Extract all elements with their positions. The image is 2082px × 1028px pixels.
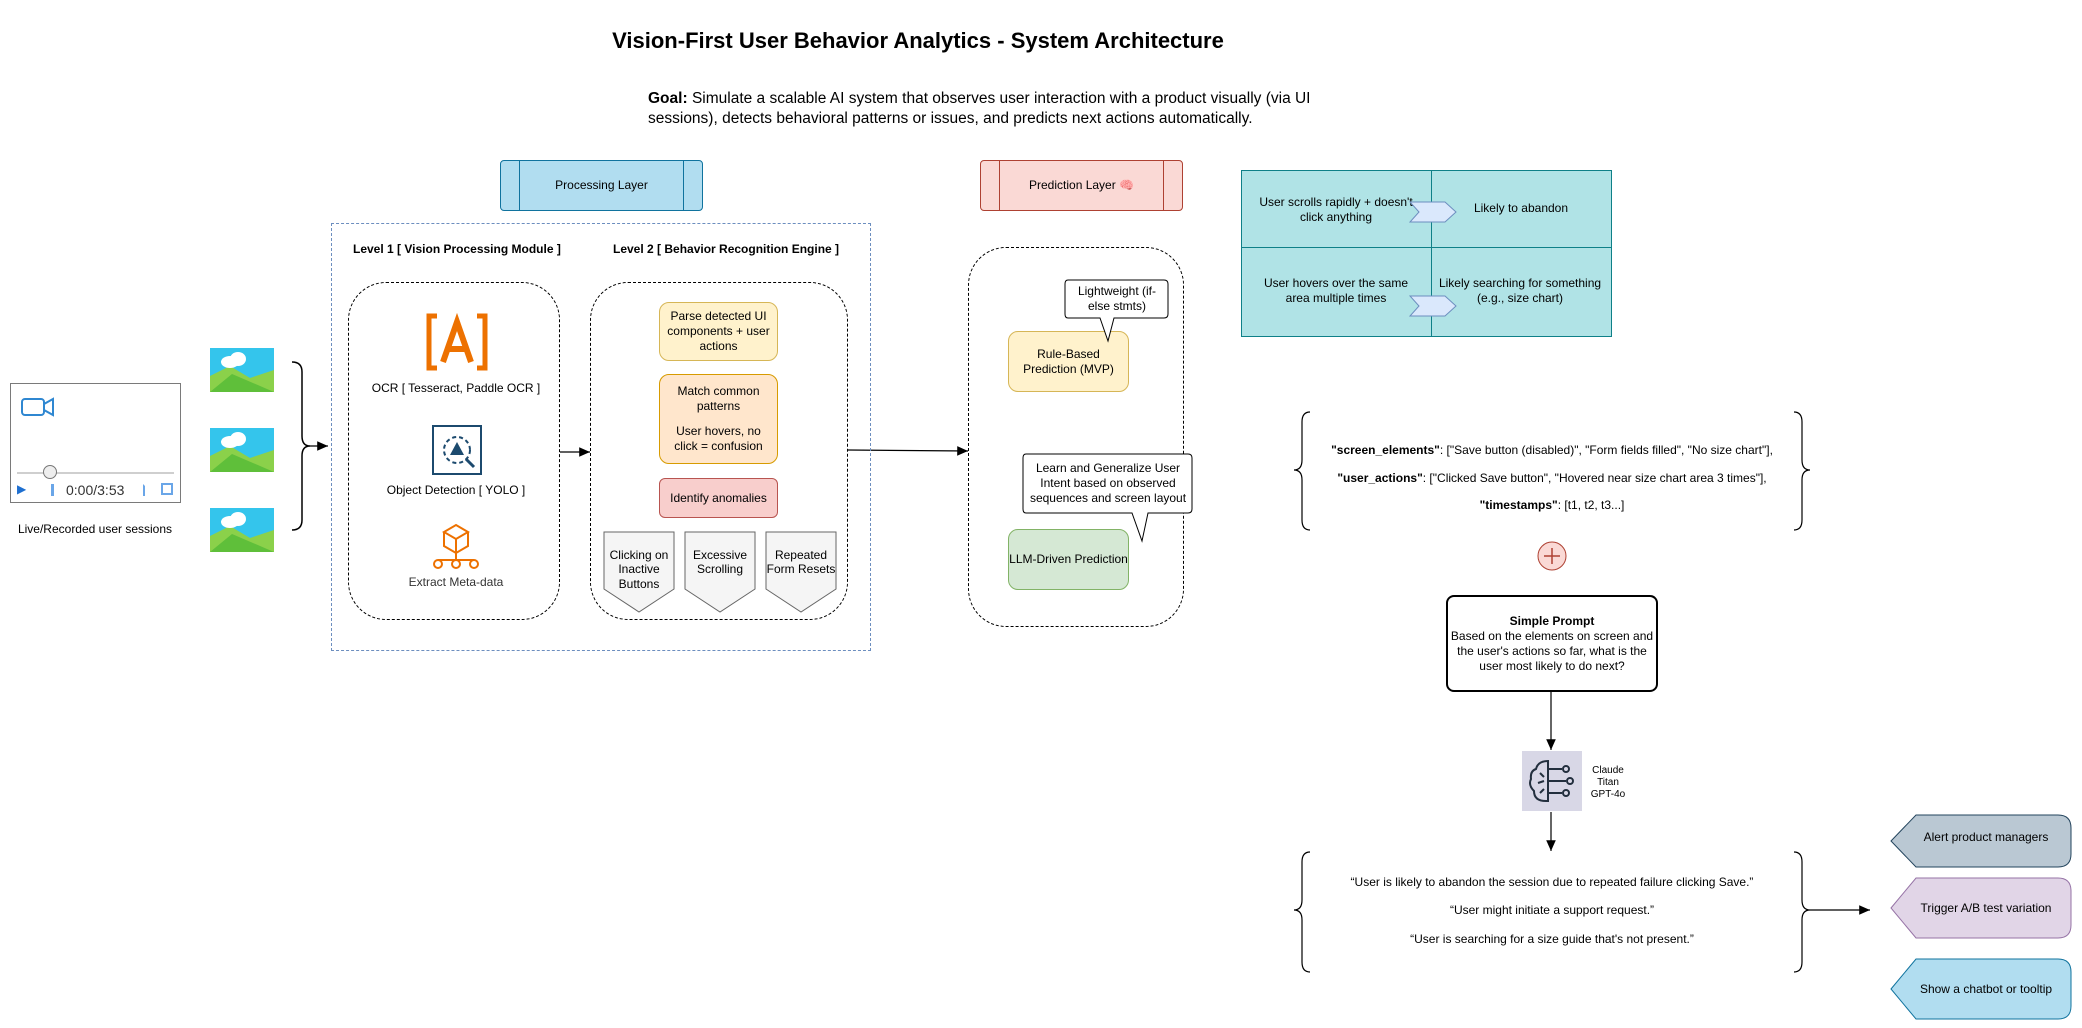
model-name-1: Claude <box>1592 765 1624 776</box>
context-user-actions: "user_actions": ["Clicked Save button", … <box>1310 471 1794 485</box>
input-caption: Live/Recorded user sessions <box>17 522 173 536</box>
processing-to-prediction-arrow <box>847 446 969 456</box>
user-actions-value: : ["Clicked Save button", "Hovered near … <box>1422 471 1767 485</box>
object-detection-icon <box>432 425 482 475</box>
level2-container <box>590 282 848 620</box>
screenshot-image-icon <box>210 508 274 552</box>
action-alert-shape <box>1890 814 2072 868</box>
rule-based-prediction-box: Rule-Based Prediction (MVP) <box>1008 331 1129 392</box>
llm-prediction-text: LLM-Driven Prediction <box>1009 552 1128 566</box>
timestamps-key: "timestamps" <box>1479 498 1558 512</box>
level2-title: Level 2 [ Behavior Recognition Engine ] <box>613 242 840 256</box>
anomaly-form-resets: Repeated Form Resets <box>766 548 836 577</box>
level1-container <box>348 282 560 620</box>
identify-anomalies-text: Identify anomalies <box>670 490 767 505</box>
rule-condition-1: User scrolls rapidly + doesn't click any… <box>1259 195 1413 224</box>
match-patterns-detail: User hovers, no click = confusion <box>674 424 763 453</box>
context-timestamps: "timestamps": [t1, t2, t3...] <box>1310 498 1794 512</box>
context-brace-left <box>1293 411 1311 531</box>
anomaly-shape <box>603 531 675 613</box>
rule-outcome-1: Likely to abandon <box>1473 201 1569 215</box>
anomaly-inactive-buttons: Clicking on Inactive Buttons <box>609 548 669 591</box>
action-chatbot-shape <box>1890 958 2072 1020</box>
output-statement-3: “User is searching for a size guide that… <box>1410 932 1694 946</box>
action-trigger-ab-test: Trigger A/B test variation <box>1920 901 2052 915</box>
screen-elements-key: "screen_elements" <box>1331 443 1440 457</box>
goal-statement: Goal: Simulate a scalable AI system that… <box>648 89 1348 129</box>
play-icon[interactable]: ▶ <box>17 482 27 496</box>
ocr-icon <box>426 312 488 371</box>
llm-prediction-box: LLM-Driven Prediction <box>1008 529 1129 590</box>
match-patterns-title: Match common patterns <box>677 384 760 413</box>
rule-callout-text: Lightweight (if-else stmts) <box>1077 284 1157 313</box>
input-brace <box>291 361 311 531</box>
prediction-header-label: Prediction Layer 🧠 <box>1029 178 1134 192</box>
output-brace-left <box>1293 851 1311 973</box>
prediction-layer-header: Prediction Layer 🧠 <box>980 160 1183 211</box>
action-alert-product-managers: Alert product managers <box>1923 830 2049 844</box>
session-video-player[interactable]: ▶ 0:00/3:53 <box>10 383 181 503</box>
identify-anomalies-box: Identify anomalies <box>659 478 778 518</box>
prediction-container <box>968 247 1184 627</box>
timestamps-value: : [t1, t2, t3...] <box>1557 498 1625 512</box>
parse-components-text: Parse detected UI components + user acti… <box>667 309 770 353</box>
ai-model-icon <box>1522 751 1582 811</box>
fullscreen-icon[interactable] <box>161 483 173 495</box>
screenshot-image-icon <box>210 348 274 392</box>
model-name-3: GPT-4o <box>1590 789 1626 800</box>
parse-components-box: Parse detected UI components + user acti… <box>659 302 778 361</box>
ocr-label: OCR [ Tesseract, Paddle OCR ] <box>371 381 541 395</box>
processing-layer-container <box>331 223 871 651</box>
rule-outcome-2: Likely searching for something (e.g., si… <box>1438 276 1602 305</box>
goal-label: Goal: <box>648 90 688 107</box>
match-patterns-box: Match common patterns User hovers, no cl… <box>659 374 778 464</box>
simple-prompt-box <box>1446 595 1658 692</box>
rule-arrow-shape <box>1409 295 1457 317</box>
anomaly-shape <box>684 531 756 613</box>
caption-icon[interactable] <box>143 484 155 496</box>
processing-layer-header: Processing Layer <box>500 160 703 211</box>
processing-header-label: Processing Layer <box>555 178 648 192</box>
llm-callout-text: Learn and Generalize User Intent based o… <box>1029 461 1187 505</box>
rule-callout-shape <box>1064 279 1169 343</box>
prompt-text: Based on the elements on screen and the … <box>1450 629 1654 673</box>
player-time: 0:00/3:53 <box>66 482 125 498</box>
plus-icon <box>1537 541 1567 571</box>
model-name-2: Titan <box>1597 777 1619 788</box>
rule-based-text: Rule-Based Prediction (MVP) <box>1023 346 1114 376</box>
user-actions-key: "user_actions" <box>1337 471 1423 485</box>
metadata-label: Extract Meta-data <box>408 575 504 589</box>
screenshot-image-icon <box>210 428 274 472</box>
action-show-chatbot: Show a chatbot or tooltip <box>1919 982 2053 996</box>
prompt-title: Simple Prompt <box>1509 614 1595 628</box>
anomaly-shape <box>765 531 837 613</box>
video-camera-icon <box>21 397 54 417</box>
seek-track[interactable] <box>17 472 174 474</box>
object-detection-label: Object Detection [ YOLO ] <box>386 483 526 497</box>
model-names: Claude Titan GPT-4o <box>1588 765 1628 801</box>
llm-callout-shape <box>1022 453 1193 543</box>
context-brace-right <box>1793 411 1811 531</box>
page-title: Vision-First User Behavior Analytics - S… <box>612 28 1224 53</box>
context-screen-elements: "screen_elements": ["Save button (disabl… <box>1310 443 1794 457</box>
seek-handle[interactable] <box>43 465 57 479</box>
rule-arrow-shape <box>1409 201 1457 223</box>
level1-title: Level 1 [ Vision Processing Module ] <box>353 242 561 256</box>
output-statement-2: “User might initiate a support request.” <box>1449 903 1655 917</box>
metadata-extraction-icon <box>433 523 479 569</box>
rule-condition-2: User hovers over the same area multiple … <box>1263 276 1409 305</box>
goal-text: Simulate a scalable AI system that obser… <box>648 90 1311 128</box>
volume-icon[interactable] <box>51 484 54 496</box>
anomaly-excessive-scrolling: Excessive Scrolling <box>692 548 748 577</box>
action-ab-test-shape <box>1890 877 2072 939</box>
screen-elements-value: : ["Save button (disabled)", "Form field… <box>1439 443 1773 457</box>
output-brace-right <box>1793 851 1811 973</box>
output-statement-1: “User is likely to abandon the session d… <box>1350 875 1754 889</box>
